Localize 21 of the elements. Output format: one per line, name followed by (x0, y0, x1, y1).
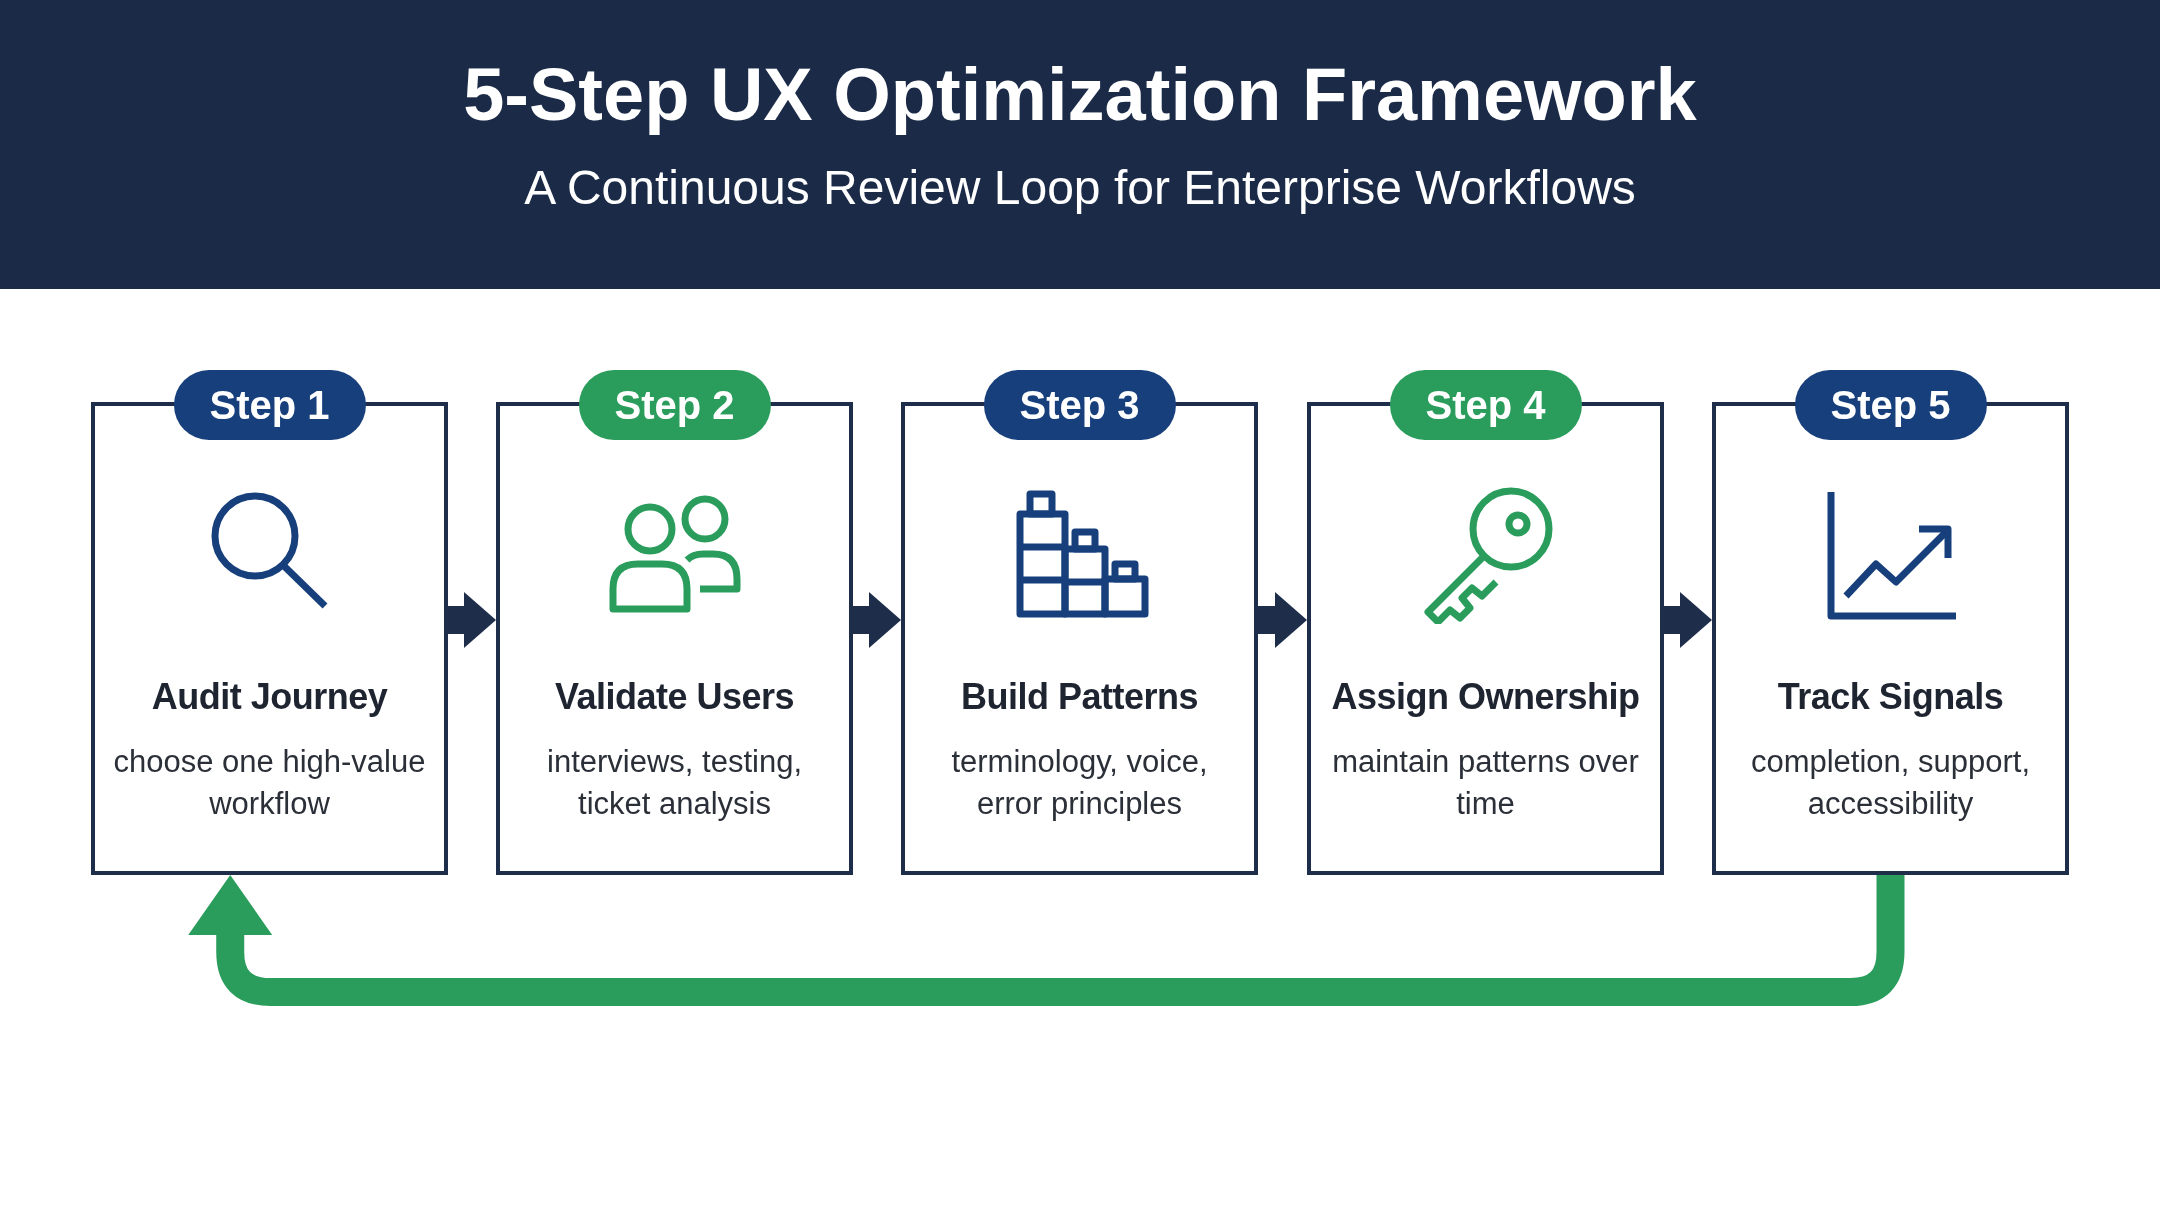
step-heading: Assign Ownership (1330, 676, 1641, 718)
step-description: choose one high-value workflow (112, 743, 427, 823)
arrow (1664, 592, 1712, 648)
step-badge: Step 3 (983, 370, 1176, 440)
step-heading: Track Signals (1776, 676, 2005, 718)
arrow (853, 592, 901, 648)
title: 5-Step UX Optimization Framework (462, 52, 1698, 137)
step-badge: Step 5 (1794, 370, 1987, 440)
step-description: completion, support, accessibility (1749, 743, 2032, 823)
subtitle: A Continuous Review Loop for Enterprise Workflows (523, 160, 1637, 215)
step-heading: Build Patterns (959, 676, 1199, 718)
step-description: terminology, voice, error principles (950, 743, 1209, 823)
step-badge: Step 1 (173, 370, 366, 440)
arrow (1258, 592, 1307, 648)
step-heading: Audit Journey (150, 676, 389, 718)
step-badge: Step 4 (1389, 370, 1582, 440)
step-description: maintain patterns over time (1331, 743, 1640, 823)
step-badge: Step 2 (578, 370, 771, 440)
step-description: interviews, testing, ticket analysis (546, 743, 803, 823)
arrow (448, 592, 496, 648)
step-heading: Validate Users (553, 676, 796, 718)
